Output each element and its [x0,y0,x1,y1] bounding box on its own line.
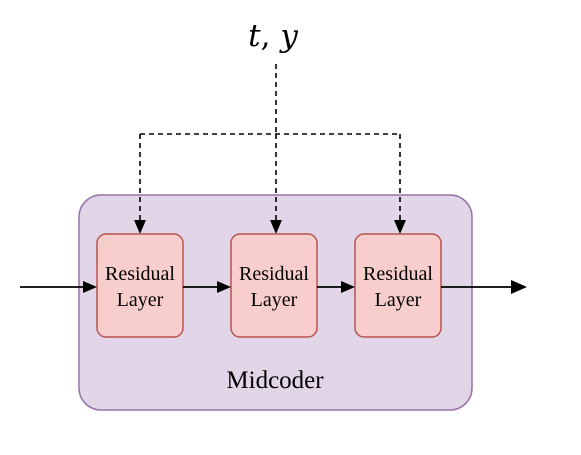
residual-block-3-line2: Layer [375,289,422,311]
dashed-arrowhead-2 [270,220,282,234]
input-arrowhead [83,281,97,293]
condition-comma: , [261,18,281,54]
condition-label: t, y [248,18,298,54]
residual-block-2: Residual Layer [230,233,318,338]
dashed-arrowhead-1 [134,220,146,234]
residual-block-3: Residual Layer [354,233,442,338]
condition-dashed-lines [134,64,406,234]
flow-arrows [20,280,527,294]
output-arrowhead [511,280,527,294]
condition-y: y [278,18,298,54]
arrow-2-3-head [341,281,355,293]
residual-block-1: Residual Layer [96,233,184,338]
residual-block-1-box [96,233,184,338]
residual-block-1-line2: Layer [117,289,164,311]
condition-t: t [248,18,261,54]
residual-block-2-box [230,233,318,338]
residual-block-1-line1: Residual [105,263,175,285]
arrow-1-2-head [217,281,231,293]
residual-block-3-box [354,233,442,338]
midcoder-label: Midcoder [226,367,324,394]
residual-block-3-line1: Residual [363,263,433,285]
residual-block-2-line1: Residual [239,263,309,285]
dashed-arrowhead-3 [394,220,406,234]
residual-block-2-line2: Layer [251,289,298,311]
